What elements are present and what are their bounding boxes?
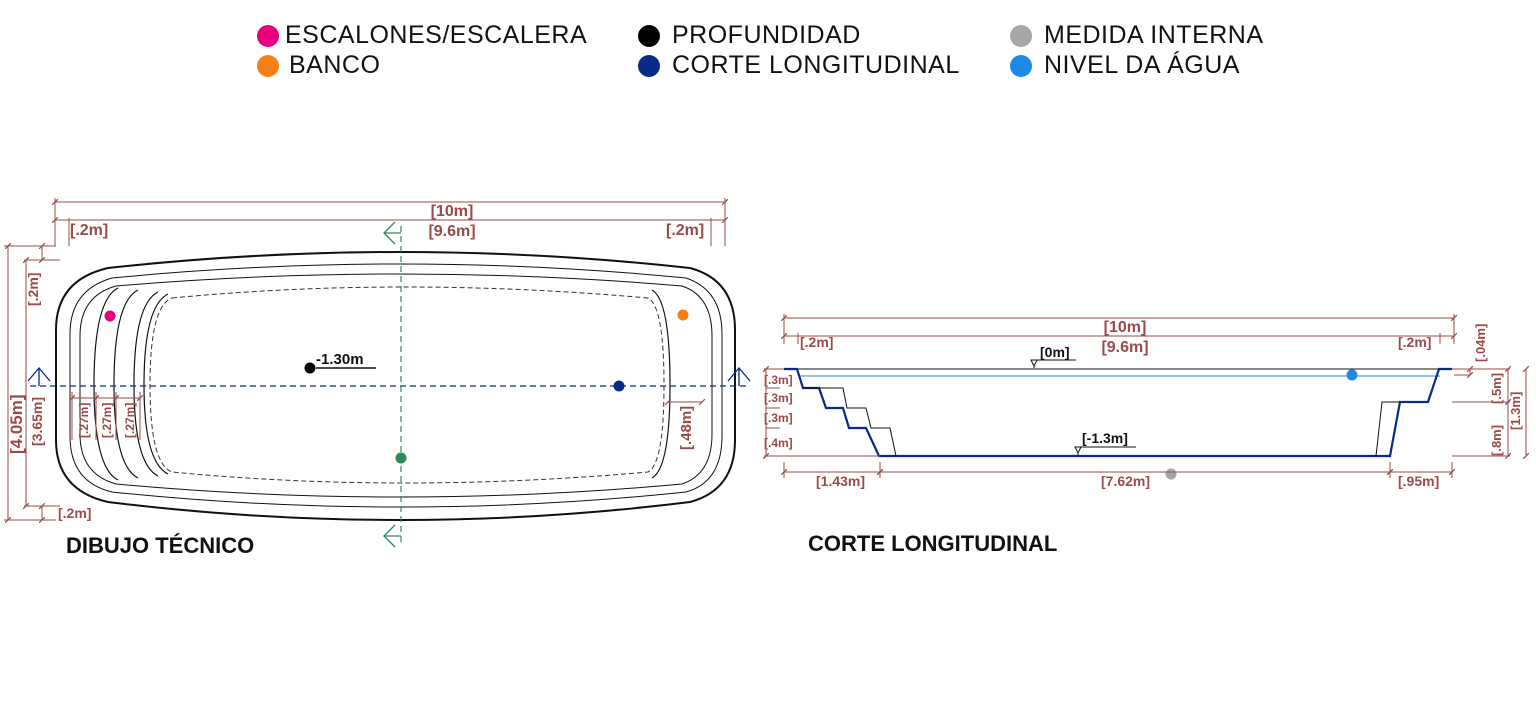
legend-item-depth: PROFUNDIDAD [638,21,861,50]
section-len-mid-label: [7.62m] [1101,473,1150,489]
cross-cut-arrow-top-icon [383,221,401,245]
plan-step-2-label: [.27m] [100,403,114,438]
plan-view: -1.30m [10m] [9.6m] [4,198,751,548]
section-step-h3-label: [.3m] [764,411,793,425]
section-len-left-label: [1.43m] [816,473,865,489]
section-edge-right-label: [.2m] [1398,334,1431,350]
depth-marker-icon [304,362,316,374]
section-step-h4-label: [.4m] [764,436,793,450]
section-edge-left-label: [.2m] [800,334,833,350]
section-total-length-label: [10m] [1104,319,1147,336]
section-marker-icon [613,380,625,392]
legend-item-section: CORTE LONGITUDINAL [638,51,960,80]
level-bottom-icon [1074,446,1082,455]
section-right-h2-label: [.8m] [1489,425,1504,456]
plan-total-length-label: [10m] [431,203,474,220]
bench-outline [651,289,671,479]
steps-marker-icon [257,24,279,47]
pool-outer-outline [55,251,736,521]
pool-inner-outline [79,273,713,498]
section-steps-thin [803,387,1400,457]
legend-label: PROFUNDIDAD [672,21,861,49]
plan-bench-label: [.48m] [678,406,695,450]
inner-measure-marker-icon [1165,468,1177,480]
section-right-h1-label: [.5m] [1489,373,1504,404]
cut-arrow-right-icon [727,366,751,386]
section-coping-label: [.04m] [1473,324,1488,362]
legend-item-inner-measure: MEDIDA INTERNA [1010,21,1264,50]
plan-edge-right-label: [.2m] [666,222,704,239]
cut-arrow-left-icon [27,366,51,386]
cross-section-marker-icon [395,452,407,464]
depth-marker-icon [638,24,660,47]
section-inner-length-label: [9.6m] [1101,339,1148,356]
level-top-label: [0m] [1040,344,1070,360]
plan-step-1-label: [.27m] [77,403,91,438]
step-1-outline [93,287,119,481]
legend-label: BANCO [289,51,381,79]
level-top-icon [1030,359,1038,368]
plan-inner-length-label: [9.6m] [428,223,475,240]
step-2-outline [113,289,139,479]
section-step-h2-label: [.3m] [764,391,793,405]
plan-edge-bottom-label: [.2m] [58,505,91,521]
legend-label: MEDIDA INTERNA [1044,21,1264,49]
cross-cut-arrow-bottom-icon [383,524,401,548]
bench-marker-icon [257,54,279,77]
legend-item-water-level: NIVEL DA ÁGUA [1010,51,1240,80]
section-right-total-label: [1.3m] [1508,392,1523,430]
plan-inner-width-label: [3.65m] [29,397,45,446]
section-view: [0m] [-1.3m] [764,314,1526,489]
inner-measure-marker-icon [1010,24,1032,47]
plan-edge-top-label: [.2m] [25,273,41,306]
legend-item-steps: ESCALONES/ESCALERA [257,21,587,50]
legend-label: ESCALONES/ESCALERA [285,21,588,49]
level-bottom-label: [-1.3m] [1082,430,1128,446]
plan-edge-left-label: [.2m] [70,222,108,239]
step-4-outline [143,293,169,475]
section-marker-icon [638,54,660,77]
steps-marker-icon [104,310,116,322]
depth-label: -1.30m [316,351,364,368]
legend-label: CORTE LONGITUDINAL [672,51,960,79]
plan-total-width-label: [4.05m] [7,394,26,454]
water-level-marker-icon [1010,54,1032,77]
legend-label: NIVEL DA ÁGUA [1044,51,1240,79]
plan-title: DIBUJO TÉCNICO [66,533,255,558]
section-step-h1-label: [.3m] [764,373,793,387]
section-title: CORTE LONGITUDINAL [808,531,1058,556]
pool-floor-dashed [149,286,665,484]
plan-step-3-label: [.27m] [123,403,137,438]
water-level-marker-icon [1346,369,1358,381]
legend-item-bench: BANCO [257,51,380,80]
section-len-right-label: [.95m] [1398,473,1439,489]
step-3-outline [133,291,159,477]
pool-rim-outline [69,263,723,508]
bench-marker-icon [677,309,689,321]
